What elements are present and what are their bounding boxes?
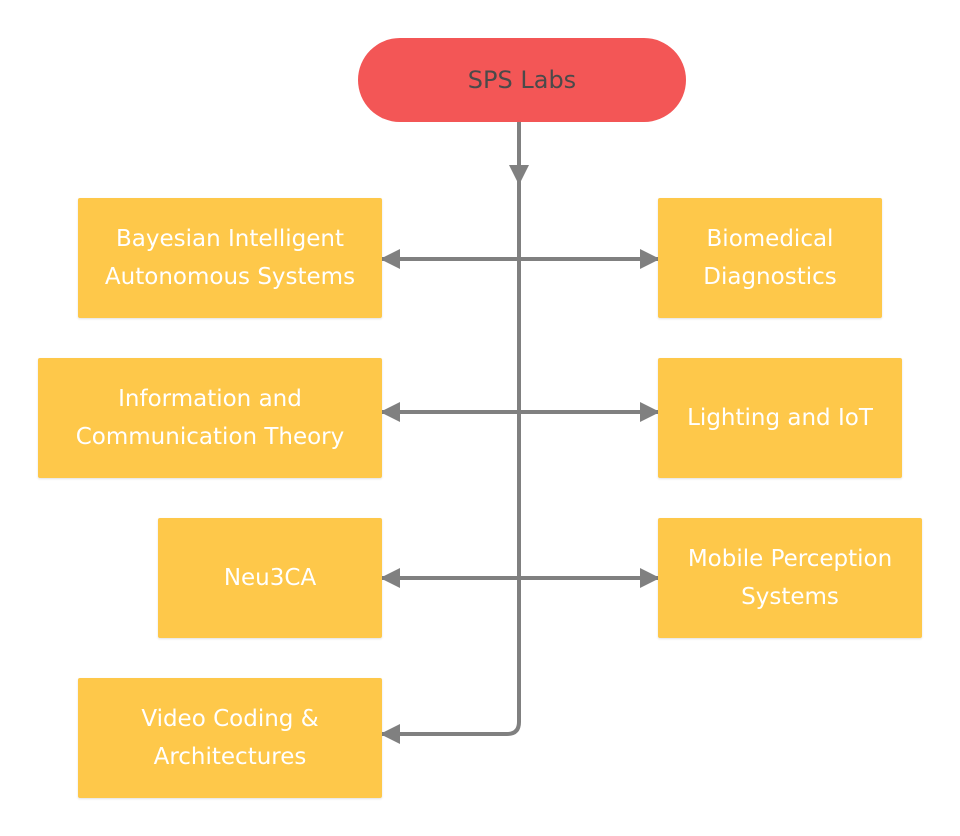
lab-node-label: Biomedical Diagnostics xyxy=(703,226,837,290)
lab-node-bayesian[interactable]: Bayesian Intelligent Autonomous Systems xyxy=(78,198,382,318)
lab-node-info-theory[interactable]: Information and Communication Theory xyxy=(38,358,382,478)
lab-node-label: Neu3CA xyxy=(223,565,317,591)
lab-node-label: Mobile Perception Systems xyxy=(687,546,893,610)
lab-node-mobile[interactable]: Mobile Perception Systems xyxy=(658,518,922,638)
lab-node-label: Lighting and IoT xyxy=(687,405,873,431)
root-node-sps-labs[interactable]: SPS Labs xyxy=(358,38,686,122)
lab-node-biomedical[interactable]: Biomedical Diagnostics xyxy=(658,198,882,318)
lab-node-lighting[interactable]: Lighting and IoT xyxy=(658,358,902,478)
lab-node-label: Bayesian Intelligent Autonomous Systems xyxy=(104,226,356,290)
lab-node-label: Video Coding & Architectures xyxy=(141,706,319,770)
root-node-label: SPS Labs xyxy=(467,66,577,94)
lab-node-video[interactable]: Video Coding & Architectures xyxy=(78,678,382,798)
trunk-to-video-connector xyxy=(380,183,521,744)
lab-node-label: Information and Communication Theory xyxy=(75,386,345,450)
lab-node-neu3ca[interactable]: Neu3CA xyxy=(158,518,382,638)
